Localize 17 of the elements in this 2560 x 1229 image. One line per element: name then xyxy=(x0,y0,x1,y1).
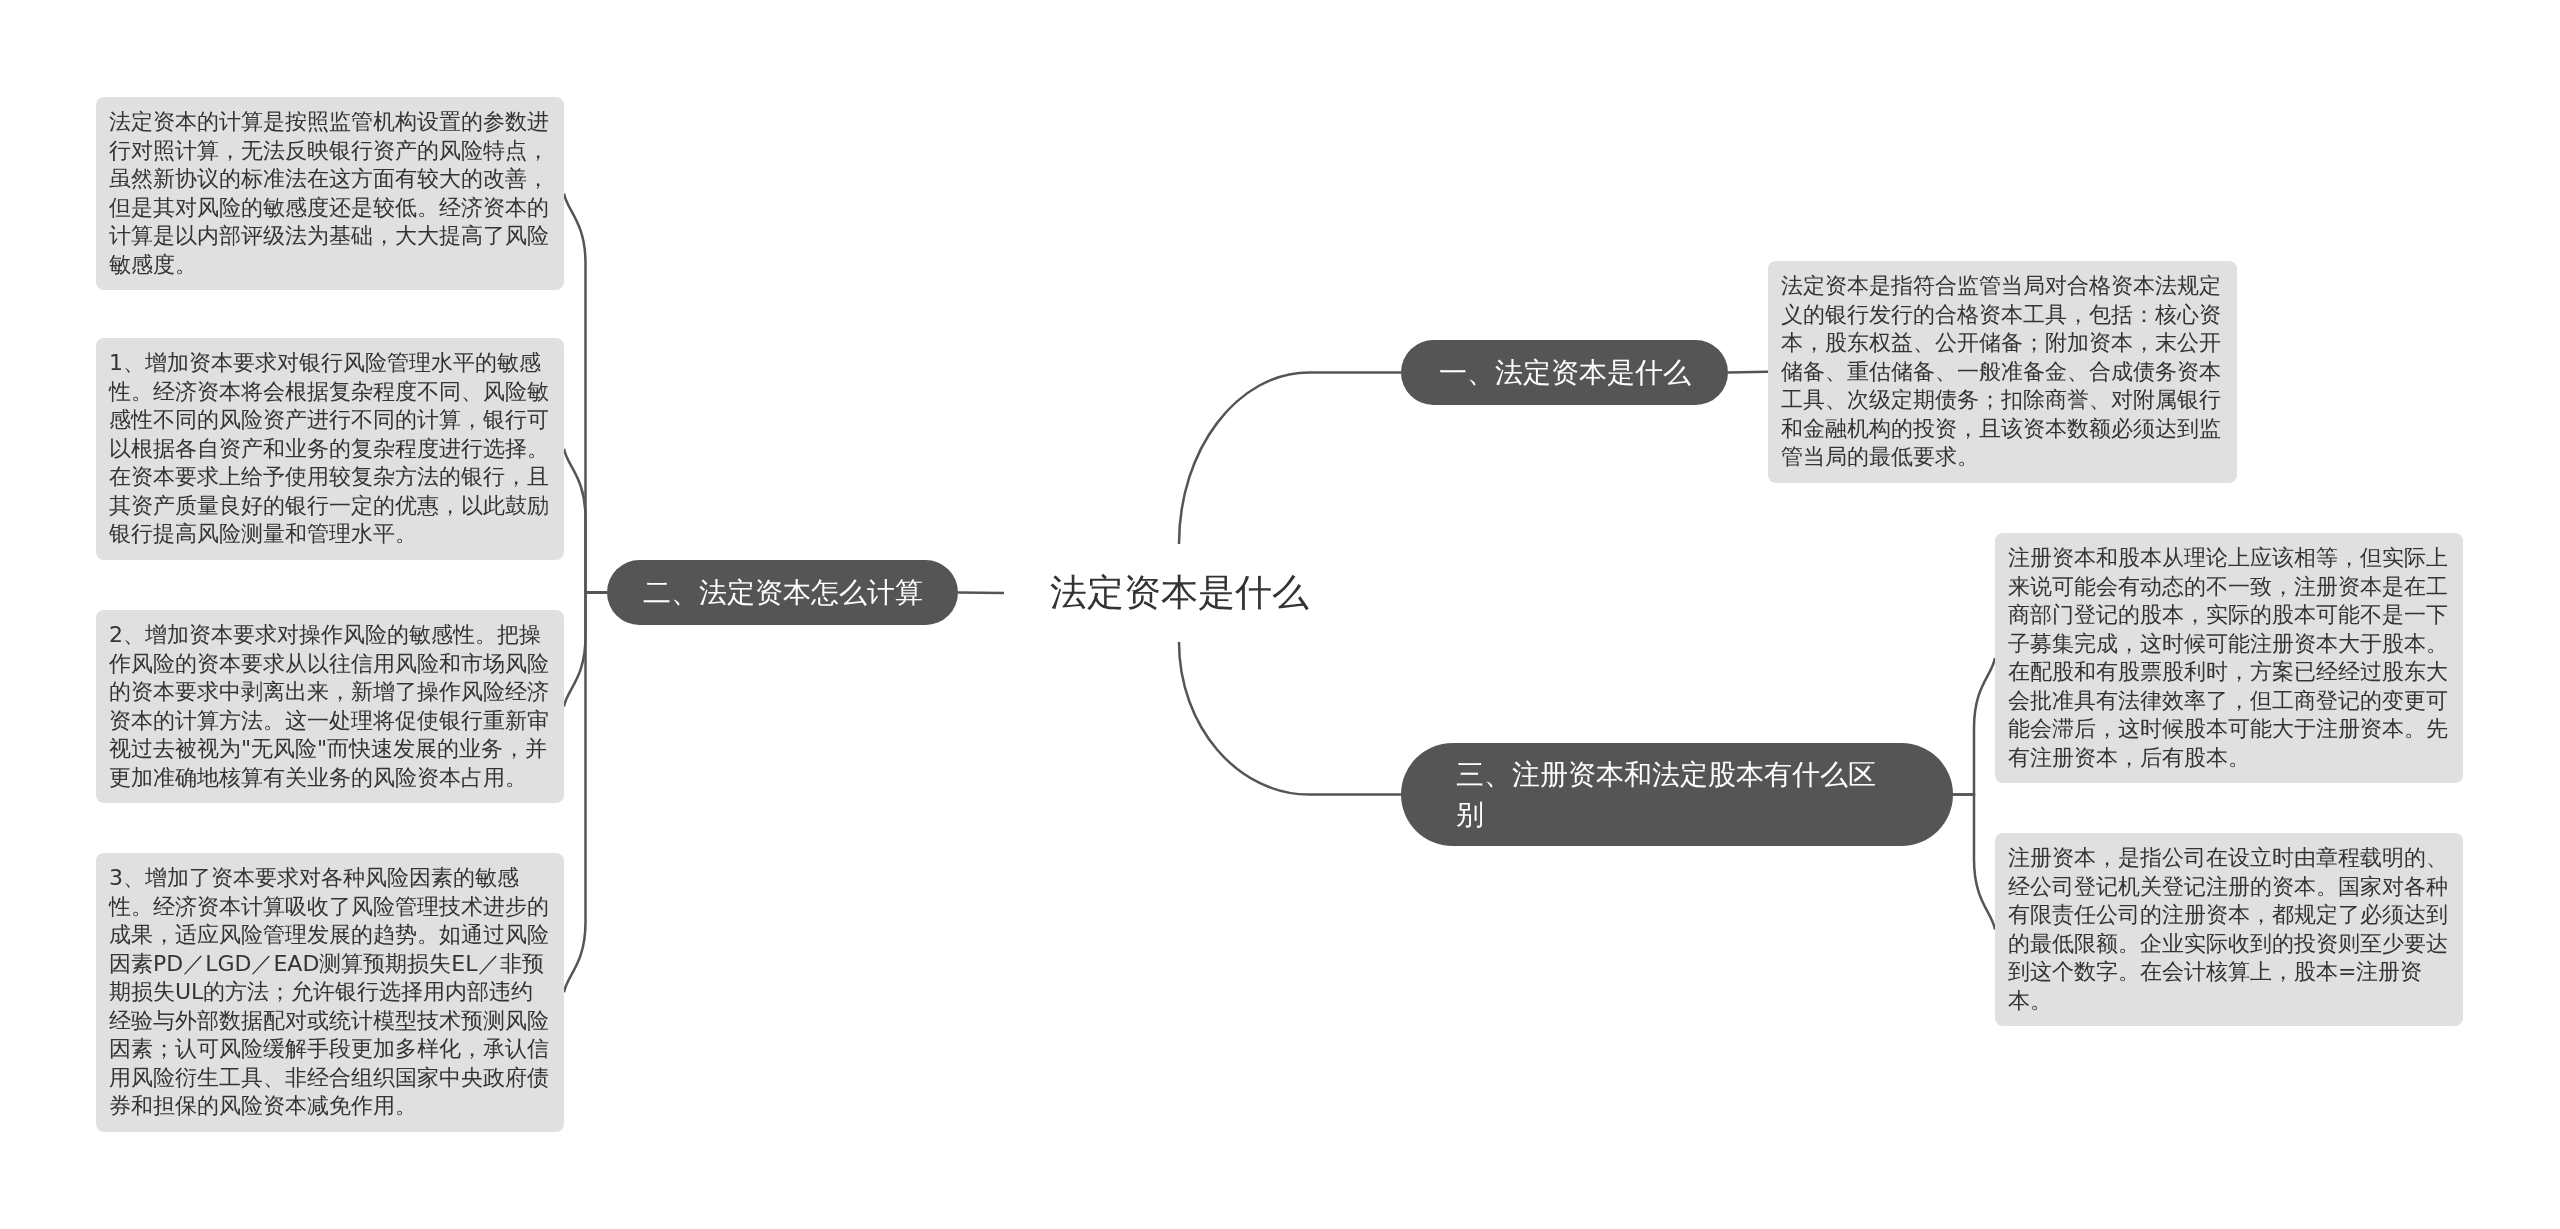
central-topic: 法定资本是什么 xyxy=(1004,544,1354,642)
note-card: 3、增加了资本要求对各种风险因素的敏感性。经济资本计算吸收了风险管理技术进步的成果，适应风险管理发展的趋势。如通过风险因素PD／LGD／EAD测算预期损失EL／非预期损失UL的方法；允许银行选择用内部违约经验与外部数据配对或统计模型技术预测风险因素；认可风险缓解手段更加多样化，承认信用风险衍生工具、非经合组织国家中央政府债券和担保的风险资本减免作用。 xyxy=(96,853,564,1132)
note-card: 1、增加资本要求对银行风险管理水平的敏感性。经济资本将会根据复杂程度不同、风险敏感性不同的风险资产进行不同的计算，银行可以根据各自资产和业务的复杂程度进行选择。在资本要求上给予使用较复杂方法的银行，且其资产质量良好的银行一定的优惠，以此鼓励银行提高风险测量和管理水平。 xyxy=(96,338,564,560)
connector xyxy=(1177,371,1401,545)
branch-topic: 三、注册资本和法定股本有什么区别 xyxy=(1401,743,1953,846)
note-card: 法定资本的计算是按照监管机构设置的参数进行对照计算，无法反映银行资产的风险特点，虽然新协议的标准法在这方面有较大的改善，但是其对风险的敏感度还是较低。经济资本的计算是以内部评级法为基础，大大提高了风险敏感度。 xyxy=(96,97,564,290)
connector xyxy=(1177,641,1401,796)
note-card: 法定资本是指符合监管当局对合格资本法规定义的银行发行的合格资本工具，包括：核心资本，股东权益、公开储备；附加资本，末公开储备、重估储备、一般准备金、合成债务资本工具、次级定期债务；扣除商誉、对附属银行和金融机构的投资，且该资本数额必须达到监管当局的最低要求。 xyxy=(1768,261,2237,483)
note-card: 2、增加资本要求对操作风险的敏感性。把操作风险的资本要求从以往信用风险和市场风险的资本要求中剥离出来，新增了操作风险经济资本的计算方法。这一处理将促使银行重新审视过去被视为"无风险"而快速发展的业务，并更加准确地核算有关业务的风险资本占用。 xyxy=(96,610,564,803)
connector xyxy=(1727,370,1769,374)
connector xyxy=(958,591,1004,595)
note-card: 注册资本，是指公司在设立时由章程载明的、经公司登记机关登记注册的资本。国家对各种有限责任公司的注册资本，都规定了必须达到的最低限额。企业实际收到的投资则至少要达到这个数字。在会计核算上，股本=注册资本。 xyxy=(1995,833,2463,1026)
connector xyxy=(1953,793,1997,930)
branch-topic: 二、法定资本怎么计算 xyxy=(607,560,958,625)
connector xyxy=(562,591,607,993)
branch-topic: 一、法定资本是什么 xyxy=(1401,340,1728,405)
note-card: 注册资本和股本从理论上应该相等，但实际上来说可能会有动态的不一致，注册资本是在工商部门登记的股本，实际的股本可能不是一下子募集完成，这时候可能注册资本大于股本。在配股和有股票股利时，方案已经经过股东大会批准具有法律效率了，但工商登记的变更可能会滞后，这时候股本可能大于注册资本。先有注册资本，后有股本。 xyxy=(1995,533,2463,783)
